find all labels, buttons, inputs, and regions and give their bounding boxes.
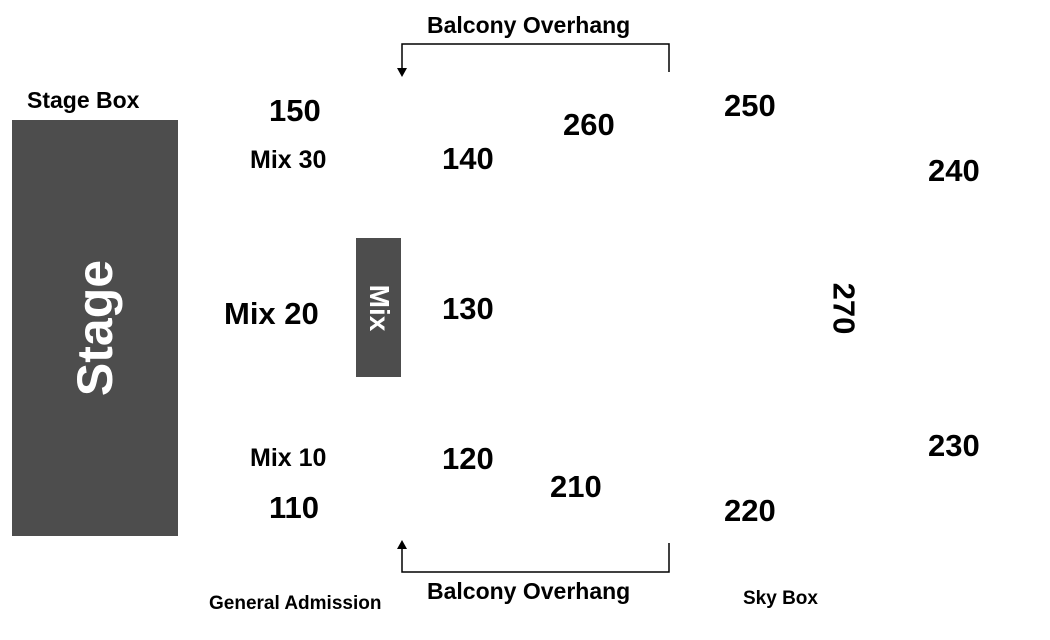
balcony-overhang-top-label: Balcony Overhang: [427, 12, 631, 38]
section-110[interactable]: 110: [269, 490, 320, 525]
section-230[interactable]: 230: [928, 428, 980, 463]
mix-booth[interactable]: Mix: [356, 238, 401, 377]
section-270[interactable]: 270: [826, 282, 862, 335]
section-210[interactable]: 210: [550, 469, 602, 504]
mix-20[interactable]: Mix 20: [224, 296, 319, 331]
sky-box-label: Sky Box: [743, 588, 818, 609]
stage[interactable]: Stage: [12, 120, 178, 536]
general-admission-label: General Admission: [209, 593, 382, 614]
section-250[interactable]: 250: [724, 88, 776, 123]
section-260[interactable]: 260: [563, 107, 615, 142]
balcony-overhang-bottom-bracket: [401, 543, 670, 573]
section-130[interactable]: 130: [442, 291, 494, 326]
stage-box-label: Stage Box: [27, 87, 140, 113]
balcony-overhang-top-bracket: [401, 43, 670, 72]
section-140[interactable]: 140: [442, 141, 494, 176]
section-240[interactable]: 240: [928, 153, 980, 188]
arrow-up-icon: [397, 540, 407, 549]
arrow-down-icon: [397, 68, 407, 77]
mix-10[interactable]: Mix 10: [250, 444, 327, 472]
balcony-overhang-bottom-label: Balcony Overhang: [427, 578, 631, 604]
mix-30[interactable]: Mix 30: [250, 146, 327, 174]
section-120[interactable]: 120: [442, 441, 494, 476]
section-150[interactable]: 150: [269, 93, 321, 128]
section-220[interactable]: 220: [724, 493, 776, 528]
